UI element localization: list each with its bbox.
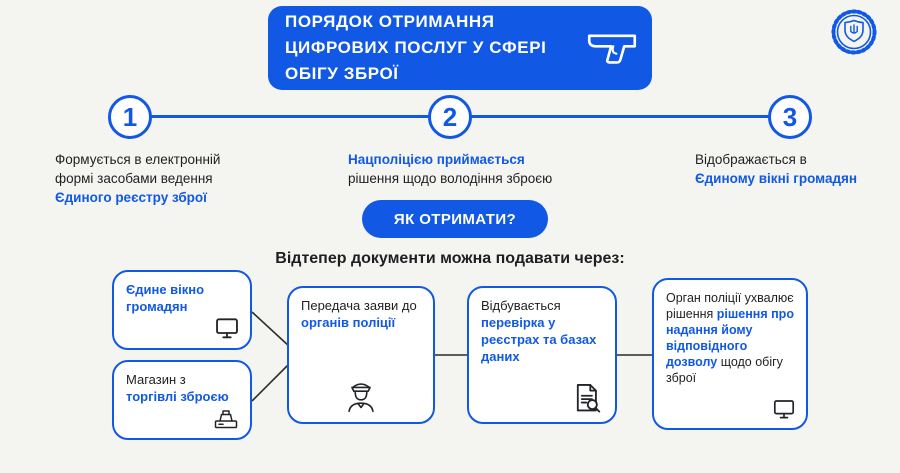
monitor-icon xyxy=(773,400,795,419)
header-banner: ПОРЯДОК ОТРИМАННЯ ЦИФРОВИХ ПОСЛУГ У СФЕР… xyxy=(268,6,652,90)
step-1-circle: 1 xyxy=(108,95,152,139)
step-1-description: Формується в електронній формі засобами … xyxy=(55,150,260,207)
step-1-text-line: Формується в електронній xyxy=(55,152,221,167)
card-check-text: Відбувається xyxy=(481,298,561,313)
card-decision-text-accent: рішення про надання йому відповідного до… xyxy=(666,307,794,369)
monitor-icon xyxy=(216,318,238,339)
card-submit-application: Передача заяви до органів поліції xyxy=(287,286,435,424)
police-officer-icon xyxy=(348,383,374,413)
police-badge-icon xyxy=(831,9,877,55)
card-gun-shop: Магазин з торгівлі зброєю xyxy=(112,360,252,440)
step-3-circle: 3 xyxy=(768,95,812,139)
header-title-line-1: ПОРЯДОК ОТРИМАННЯ xyxy=(285,12,495,32)
header-title-line-3: ОБІГУ ЗБРОЇ xyxy=(285,63,399,83)
step-1-text-line: формі засобами ведення xyxy=(55,171,213,187)
how-to-get-button[interactable]: ЯК ОТРИМАТИ? xyxy=(362,200,548,238)
step-3-description: Відображається в Єдиному вікні громадян xyxy=(695,150,885,188)
flow-subtitle: Відтепер документи можна подавати через: xyxy=(275,250,625,267)
card-decision-text: щодо обігу зброї xyxy=(666,355,783,385)
document-search-icon xyxy=(576,384,601,413)
card-police-decision: Орган поліції ухвалює рішення рішення пр… xyxy=(652,278,808,430)
card-check-text-accent: перевірка у реєстрах та базах даних xyxy=(481,314,597,364)
step-2-number: 2 xyxy=(442,101,458,132)
step-1-text-accent: Єдиного реєстру зброї xyxy=(55,190,207,206)
pistol-icon xyxy=(587,34,637,64)
step-3-text-accent: Єдиному вікні громадян xyxy=(695,171,858,187)
card-decision-text: Орган поліції ухвалює рішення xyxy=(666,291,794,321)
step-2-text-line: рішення щодо володіння зброєю xyxy=(348,171,553,187)
card-gun-shop-text-accent: торгівлі зброєю xyxy=(126,388,229,404)
step-3-text-line: Відображається в xyxy=(695,152,807,167)
card-citizen-window-text: Єдине вікно громадян xyxy=(126,282,205,314)
card-registry-check: Відбувається перевірка у реєстрах та баз… xyxy=(467,286,617,424)
step-3-number: 3 xyxy=(782,101,798,132)
step-2-description: Нацполіцією приймається рішення щодо вол… xyxy=(348,150,583,188)
header-title: ПОРЯДОК ОТРИМАННЯ ЦИФРОВИХ ПОСЛУГ У СФЕР… xyxy=(268,9,617,86)
card-submit-text-accent: органів поліції xyxy=(301,314,396,330)
cash-register-icon xyxy=(214,410,238,429)
card-submit-text: Передача заяви до xyxy=(301,298,417,313)
header-title-line-2: ЦИФРОВИХ ПОСЛУГ У СФЕРІ xyxy=(285,38,547,58)
card-citizen-window: Єдине вікно громадян xyxy=(112,270,252,350)
card-gun-shop-text: Магазин з xyxy=(126,372,186,387)
step-2-circle: 2 xyxy=(428,95,472,139)
step-2-text-accent: Нацполіцією приймається xyxy=(348,152,525,167)
step-1-number: 1 xyxy=(122,101,138,132)
